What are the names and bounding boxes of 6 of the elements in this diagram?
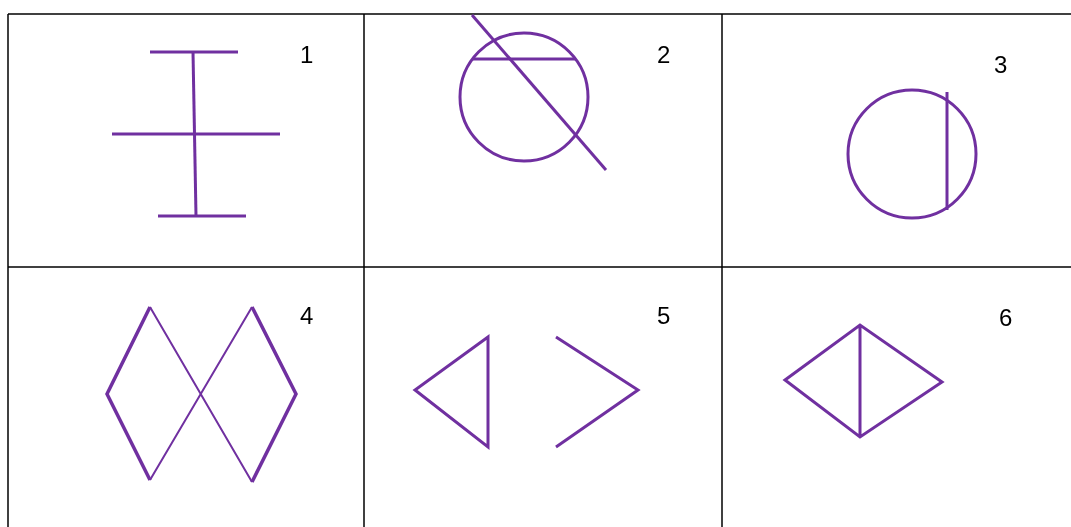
cell-number: 3 <box>994 53 1008 77</box>
cell-number: 6 <box>999 306 1013 330</box>
cell-number: 1 <box>300 43 314 67</box>
cell-number: 4 <box>300 304 314 328</box>
cell-number: 2 <box>657 43 671 67</box>
cell-number: 5 <box>657 304 671 328</box>
